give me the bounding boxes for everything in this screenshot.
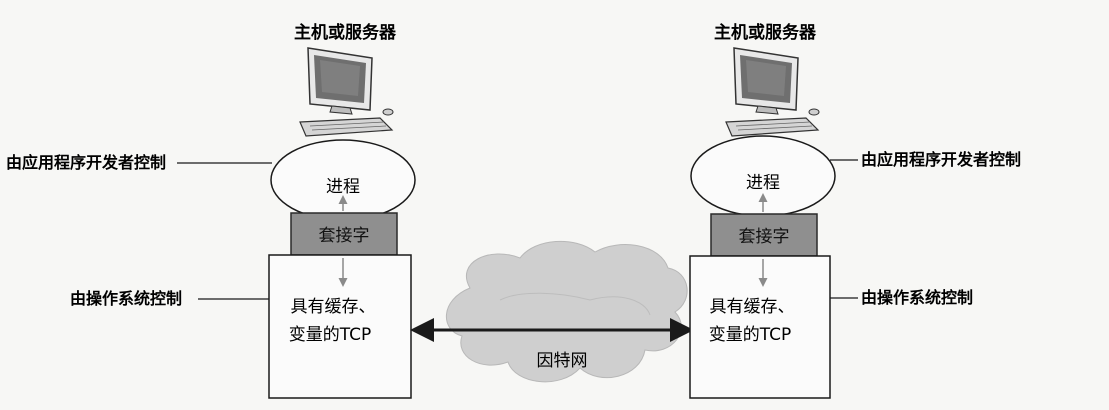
host-label-right: 主机或服务器	[714, 22, 817, 43]
app-control-label-right: 由应用程序开发者控制	[861, 150, 1021, 169]
socket-box-left	[290, 212, 398, 256]
internet-label: 因特网	[537, 351, 588, 371]
tcp-label-left-line2: 变量的TCP	[289, 325, 372, 345]
tcp-label-right-line2: 变量的TCP	[709, 325, 792, 345]
os-control-label-right: 由操作系统控制	[861, 288, 973, 307]
process-label-right: 进程	[746, 173, 780, 193]
desktop-computer-icon	[299, 47, 394, 137]
tcp-label-right-line1: 具有缓存、	[710, 297, 795, 317]
os-control-label-left: 由操作系统控制	[70, 289, 182, 308]
host-label-left: 主机或服务器	[294, 22, 397, 43]
desktop-computer-icon	[725, 47, 820, 137]
socket-label-left: 套接字	[319, 226, 370, 246]
app-control-label-left: 由应用程序开发者控制	[6, 153, 166, 172]
tcp-label-left-line1: 具有缓存、	[291, 297, 376, 317]
process-label-left: 进程	[326, 177, 360, 197]
socket-label-right: 套接字	[739, 227, 790, 247]
